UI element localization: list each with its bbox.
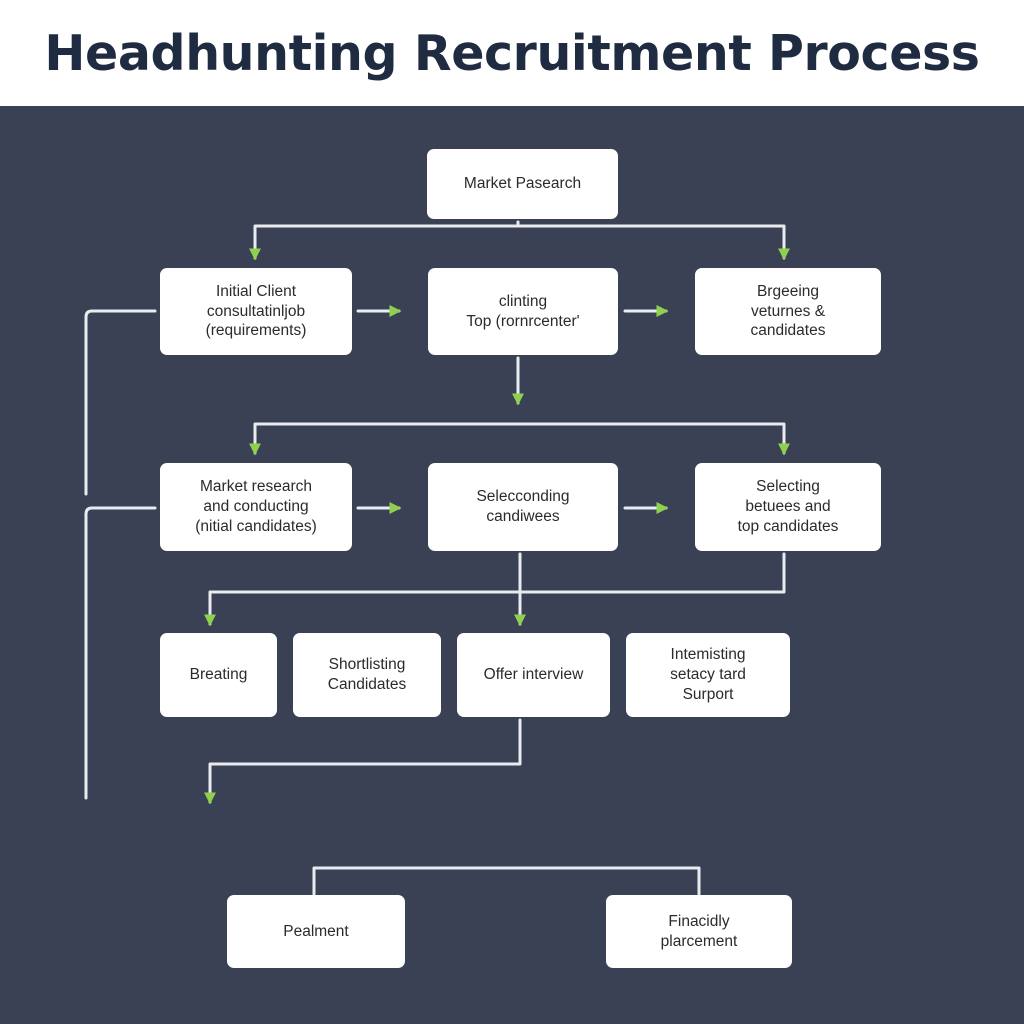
header-bar: Headhunting Recruitment Process: [0, 0, 1024, 106]
page-title: Headhunting Recruitment Process: [44, 24, 980, 82]
connector-top-split-right: [516, 224, 790, 261]
node-intemisting: Intemisting setacy tard Surport: [626, 633, 790, 717]
node-market-research-conducting: Market research and conducting (nitial c…: [160, 463, 352, 551]
connector-left-rail-1: [84, 309, 157, 496]
node-market-pasearch: Market Pasearch: [427, 149, 618, 219]
node-clinting-top: clinting Top (rornrcenter': [428, 268, 618, 355]
node-finacidly: Finacidly plarcement: [606, 895, 792, 968]
connector-bottom-bracket: [312, 866, 701, 896]
node-selecconding: Selecconding candiwees: [428, 463, 618, 551]
node-initial-client: Initial Client consultatinljob (requirem…: [160, 268, 352, 355]
node-pealment: Pealment: [227, 895, 405, 968]
node-brgeeing: Brgeeing veturnes & candidates: [695, 268, 881, 355]
connector-mid-split: [249, 422, 790, 456]
node-selecting-top: Selecting betuees and top candidates: [695, 463, 881, 551]
connector-top-split-left: [249, 220, 520, 261]
connector-offer-down: [204, 718, 522, 805]
connector-left-rail-2: [84, 506, 157, 800]
node-offer-interview: Offer interview: [457, 633, 610, 717]
node-shortlisting: Shortlisting Candidates: [293, 633, 441, 717]
connector-row2-down-left: [204, 552, 786, 627]
node-breating: Breating: [160, 633, 277, 717]
